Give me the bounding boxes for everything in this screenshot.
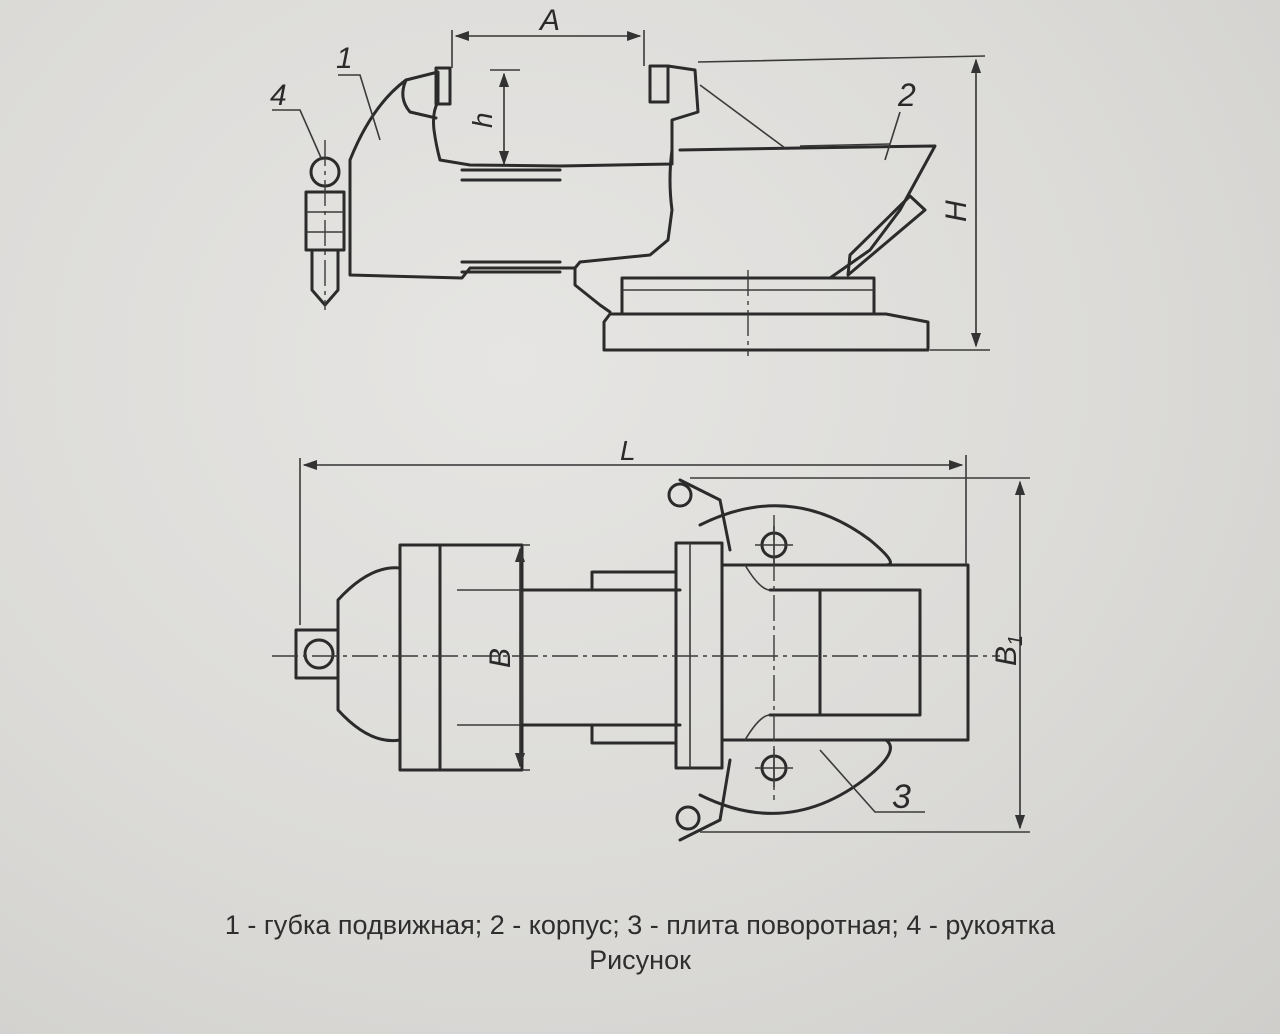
swivel-tabs: [678, 478, 732, 842]
bolt-hole-top: [667, 482, 693, 508]
leader-4: [272, 109, 323, 161]
leader-3: [819, 749, 925, 813]
label-part-1: 1: [336, 42, 353, 75]
housing-plan: [720, 563, 970, 742]
slide-body-plan: [520, 588, 682, 727]
label-dim-H: H: [940, 200, 973, 222]
label-part-3: 3: [892, 778, 911, 816]
label-dim-B: B: [484, 648, 517, 668]
bolt-crosshairs: [755, 526, 793, 787]
body-housing: [678, 144, 937, 280]
label-dim-h: h: [467, 112, 498, 128]
guide-strip-top: [460, 168, 562, 182]
jaw-pad-right: [648, 64, 670, 104]
fixed-jaw: [666, 64, 700, 152]
clamp-lever: [846, 194, 927, 277]
bolt-hole-bottom: [675, 805, 701, 831]
movable-jaw-outline: [348, 70, 674, 280]
body-top-edge: [799, 143, 891, 147]
label-part-2: 2: [897, 77, 916, 113]
handle-assembly: [304, 140, 346, 310]
leader-2: [884, 111, 901, 161]
swivel-arc-top: [698, 504, 892, 567]
dim-A-extension: [451, 30, 645, 68]
swivel-arc-bottom: [698, 738, 892, 815]
leader-1: [338, 74, 381, 141]
label-dim-L: L: [620, 435, 636, 466]
caption-legend: 1 - губка подвижная; 2 - корпус; 3 - пли…: [224, 910, 1056, 940]
guide-plan-top: [590, 570, 678, 592]
dim-B-extension: [522, 544, 530, 771]
label-dim-B1: B1: [990, 635, 1027, 666]
guide-plan-bottom: [590, 723, 678, 745]
guide-strip-bottom: [460, 260, 562, 274]
leader-hatch: [699, 84, 786, 149]
base-neck: [573, 266, 612, 314]
plan-view: [272, 455, 1030, 842]
base-plate: [602, 312, 930, 352]
jaw-pad-left: [434, 66, 452, 106]
housing-fillets: [744, 564, 771, 741]
fixed-jaw-break: [573, 148, 674, 270]
dim-B1-extension: [690, 477, 1030, 833]
jaw-nose-plan: [336, 566, 402, 743]
figure-caption: 1 - губка подвижная; 2 - корпус; 3 - пли…: [0, 908, 1280, 978]
side-view: [272, 30, 990, 356]
dim-L-extension: [299, 455, 967, 625]
caption-title: Рисунок: [589, 945, 691, 975]
label-dim-B1-main: B: [990, 646, 1023, 666]
handle-hole-plan: [303, 638, 335, 670]
label-dim-B1-sub: 1: [1005, 635, 1027, 646]
label-part-4: 4: [270, 79, 287, 112]
jaw-lip: [401, 78, 438, 120]
housing-inner-plan: [768, 588, 922, 717]
dim-H-extension: [697, 55, 990, 351]
label-dim-A: A: [538, 4, 560, 37]
